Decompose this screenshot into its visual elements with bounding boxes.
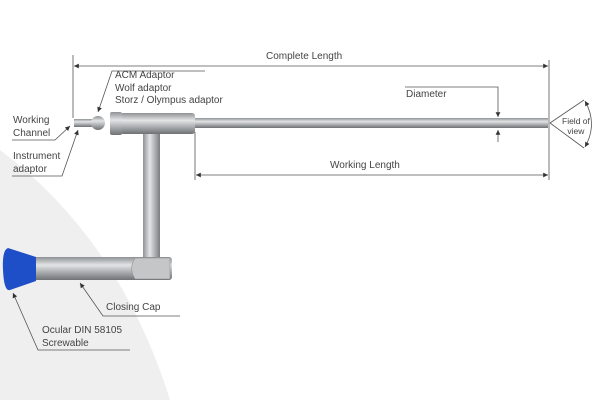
working-channel-line-2: Channel [13, 127, 51, 139]
wolf-adaptor-label: Wolf adaptor [115, 82, 172, 94]
ocular-cap [2, 248, 36, 291]
working-channel-line-1: Working [13, 115, 50, 126]
ocular-label: Ocular DIN 58105 Screwable [42, 325, 122, 350]
ocular-line-1: Ocular DIN 58105 [42, 325, 123, 336]
instrument-adaptor-line-1: Instrument [13, 151, 61, 162]
storz-olympus-adaptor-label: Storz / Olympus adaptor [115, 95, 223, 106]
acm-adaptor-label: ACM Adaptor [115, 70, 175, 81]
field-of-view-line-2: view [567, 126, 585, 136]
field-of-view-label: Field of view [562, 116, 590, 136]
working-channel-label: Working Channel [13, 115, 50, 140]
complete-length-label: Complete Length [266, 51, 343, 62]
instrument-adaptor-label: Instrument adaptor [13, 151, 60, 176]
field-of-view-line-1: Field of [562, 116, 590, 126]
adaptor-labels: ACM Adaptor Wolf adaptor Storz / Olympus… [115, 70, 223, 108]
closing-cap-label: Closing Cap [106, 302, 161, 313]
working-length-label: Working Length [330, 160, 400, 171]
diameter-label: Diameter [406, 89, 447, 100]
ocular-line-2: Screwable [42, 337, 89, 349]
endoscope [2, 112, 548, 291]
instrument-adaptor-line-2: adaptor [13, 163, 47, 175]
